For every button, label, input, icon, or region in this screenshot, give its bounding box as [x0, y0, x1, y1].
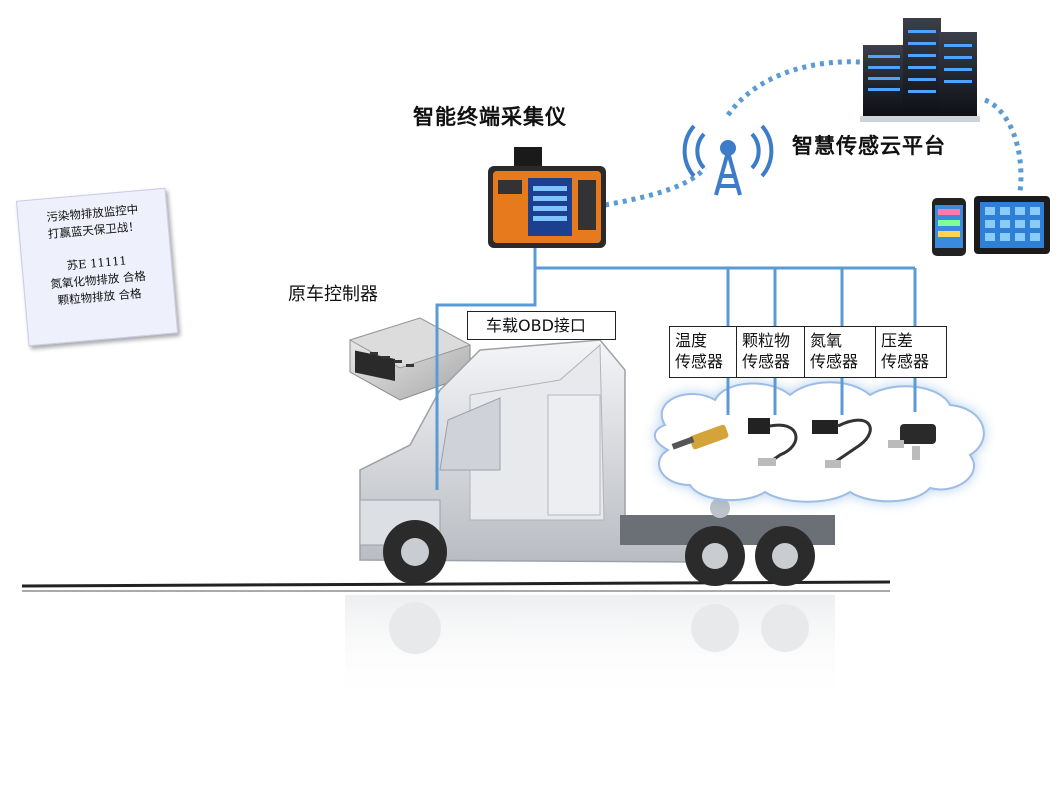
sensor-label-line: 传感器 — [675, 352, 724, 371]
wireless-links — [604, 59, 1024, 208]
cloud-platform-title: 智慧传感云平台 — [792, 134, 946, 158]
particulate-sensor-icon — [748, 418, 798, 466]
sensor-label-line: 氮氧 — [810, 331, 843, 350]
sensor-label-line: 传感器 — [742, 352, 791, 371]
ground-line — [21, 580, 891, 588]
controller-label: 原车控制器 — [288, 284, 378, 305]
antenna-tower-icon — [682, 124, 774, 196]
emission-display-sign: 污染物排放监控中 打赢蓝天保卫战！ 苏E 11111 氮氧化物排放 合格 颗粒物… — [15, 187, 179, 347]
temperature-sensor-label: 温度 传感器 — [669, 326, 737, 378]
link-tower-server — [725, 59, 861, 117]
controller-ecu-icon — [348, 317, 472, 401]
sensor-cloud-shape — [653, 381, 985, 503]
sensor-label-line: 传感器 — [881, 352, 930, 371]
truck-image — [359, 339, 835, 586]
terminal-title: 智能终端采集仪 — [413, 105, 567, 129]
nox-sensor-label: 氮氧 传感器 — [804, 326, 876, 378]
pressure-sensor-icon — [888, 424, 936, 460]
truck-reflection — [345, 595, 835, 705]
link-terminal-tower — [604, 166, 707, 208]
sensor-label-line: 压差 — [881, 331, 914, 350]
truck-wheels — [383, 520, 815, 586]
link-server-devices — [983, 97, 1024, 193]
cloud-server-icon — [860, 18, 980, 122]
terminal-device-icon — [488, 147, 606, 248]
sensor-label-line: 传感器 — [810, 352, 859, 371]
pressure-sensor-label: 压差 传感器 — [875, 326, 947, 378]
sensor-label-line: 温度 — [675, 331, 708, 350]
mobile-devices-icon — [932, 196, 1050, 256]
particulate-sensor-label: 颗粒物 传感器 — [736, 326, 805, 378]
nox-sensor-icon — [812, 418, 872, 468]
sensor-label-line: 颗粒物 — [742, 331, 791, 350]
temperature-sensor-icon — [671, 424, 729, 450]
obd-port-label: 车载OBD接口 — [467, 311, 616, 340]
